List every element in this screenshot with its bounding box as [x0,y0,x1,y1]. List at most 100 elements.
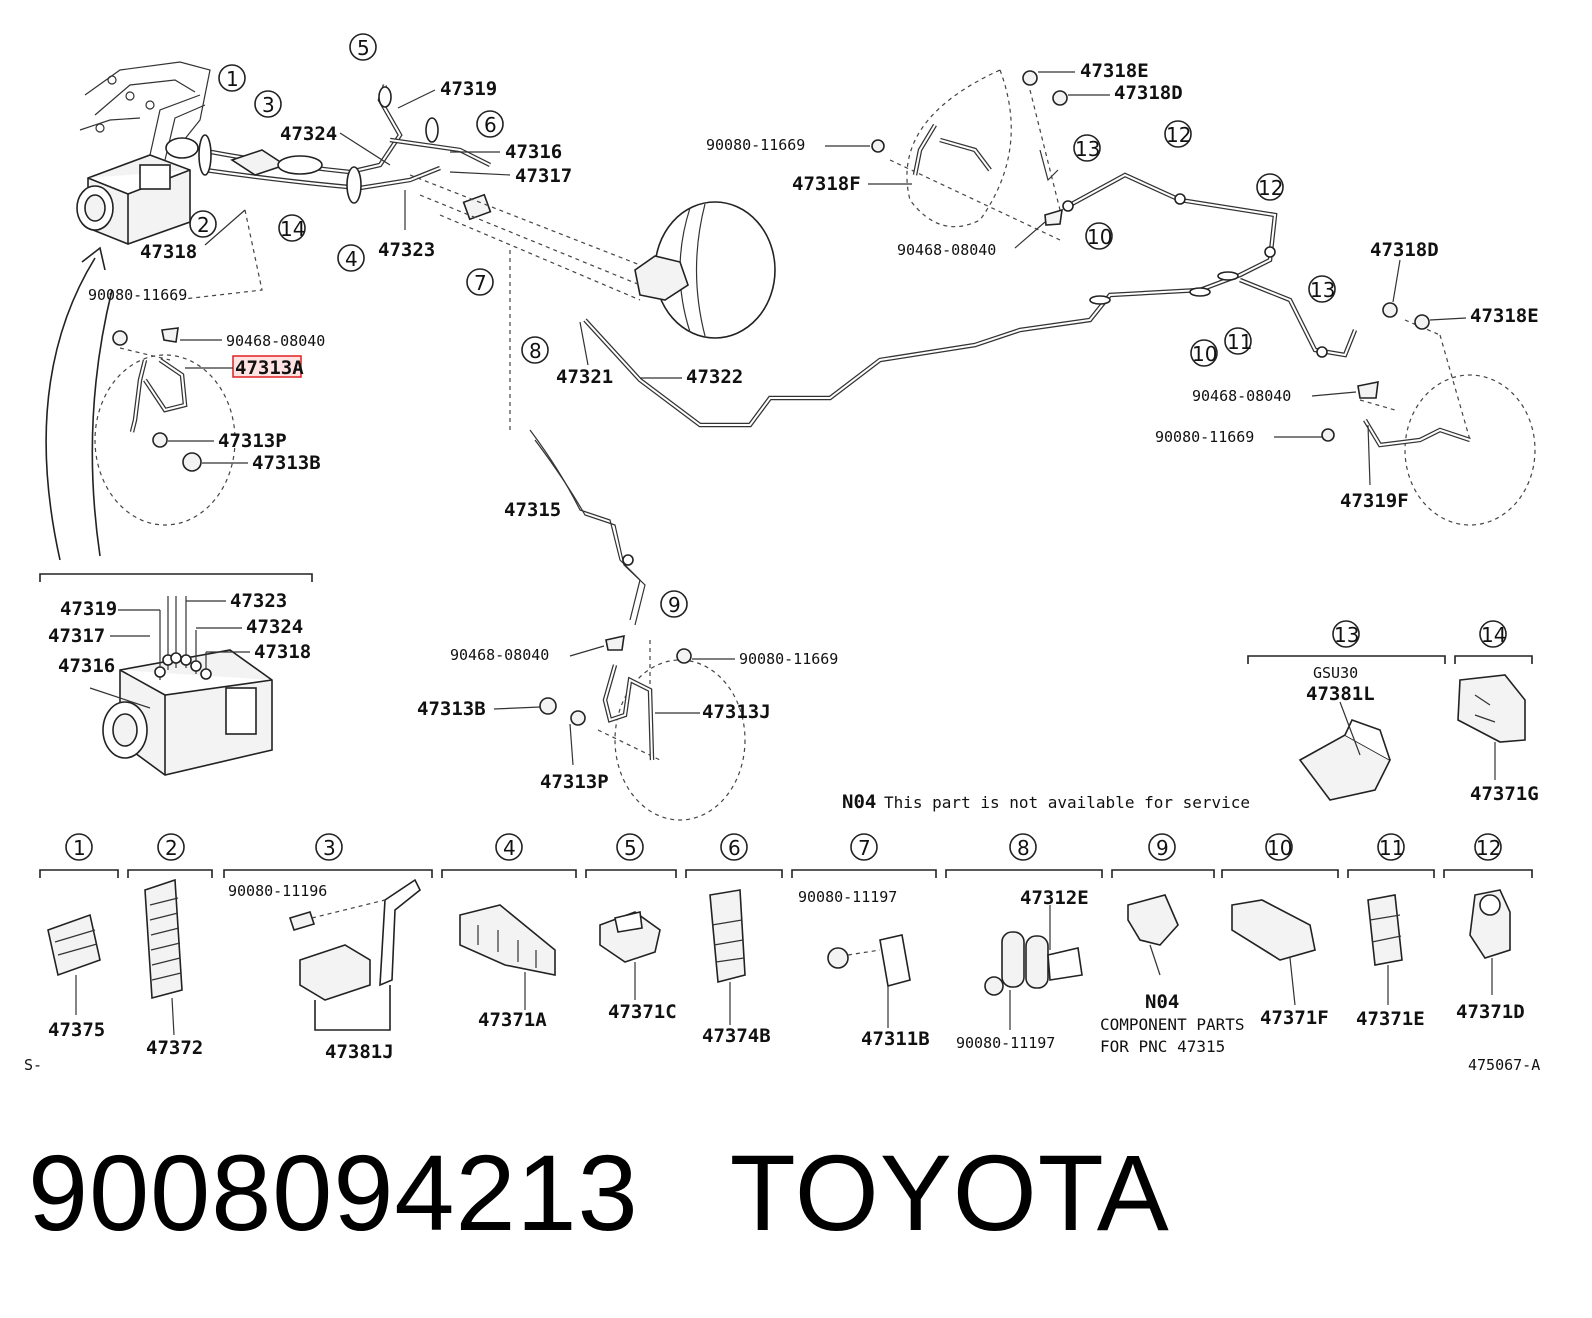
abs-inset [39,573,313,776]
legend-callout-6: 6 [728,836,741,860]
label-47319F: 47319F [1340,490,1409,512]
clip-12b [1264,246,1276,258]
callout-8: 8 [529,339,542,363]
rear-brake-pipe [583,172,1358,428]
callout-12b: 12 [1258,176,1283,200]
callout-13b: 13 [1310,278,1335,302]
legend-47372: 47372 [146,1037,203,1059]
clamp-14 [277,155,323,175]
legend-component-parts: COMPONENT PARTS [1100,1015,1245,1034]
label-90080-11669-d: 90080-11669 [739,650,838,668]
label-gsu30: GSU30 [1313,664,1358,682]
callout-1: 1 [226,67,239,91]
legend-for-pnc: FOR PNC 47315 [1100,1037,1225,1056]
legend-90080-11197-b: 90080-11197 [956,1034,1055,1052]
label-47313J: 47313J [702,701,771,723]
inset-label-47323: 47323 [230,590,287,612]
label-47318D-a: 47318D [1114,82,1183,104]
label-47313B-a: 47313B [252,452,321,474]
legend-callout-11: 11 [1379,836,1404,860]
legend-drawings [39,869,1533,1036]
label-47319: 47319 [440,78,497,100]
clamp-2 [198,134,212,176]
callout-2: 2 [197,213,210,237]
figure-code-right: 475067-A [1468,1056,1540,1074]
clip-13a [1062,200,1074,212]
legend-callout-4: 4 [503,836,516,860]
label-90468-08040-a: 90468-08040 [226,332,325,350]
legend-90080-11196: 90080-11196 [228,882,327,900]
legend-47371F: 47371F [1260,1007,1329,1029]
legend-callout-2: 2 [165,836,178,860]
inset-label-47319: 47319 [60,598,117,620]
label-47318E-a: 47318E [1080,60,1149,82]
label-47313B-b: 47313B [417,698,486,720]
callout-13: 13 [1075,137,1100,161]
callout-7: 7 [474,271,487,295]
n04-code: N04 [842,791,876,813]
clamp-1 [165,137,199,159]
callout-14: 14 [280,217,305,241]
callout-9: 9 [668,593,681,617]
legend-callout-9: 9 [1156,836,1169,860]
label-47321: 47321 [556,366,613,388]
brake-booster [634,201,776,339]
clamp-4 [346,166,362,204]
inset-label-47324: 47324 [246,616,303,638]
label-47316: 47316 [505,141,562,163]
callout-6: 6 [484,113,497,137]
front-right-hose [871,69,1068,228]
legend-callout-5: 5 [624,836,637,860]
legend-47371C: 47371C [608,1001,677,1023]
legend-callout-10: 10 [1267,836,1292,860]
label-47371G: 47371G [1470,783,1539,805]
brand-name: TOYOTA [729,1132,1170,1253]
label-47381L: 47381L [1306,683,1375,705]
label-90468-08040-c: 90468-08040 [1192,387,1291,405]
callout-13-detail: 13 [1334,623,1359,647]
callout-12: 12 [1166,123,1191,147]
part-caption: 9008094213 TOYOTA [28,1130,1170,1255]
part-number: 9008094213 [28,1132,639,1253]
label-47317: 47317 [515,165,572,187]
label-90080-11669-c: 90080-11669 [1155,428,1254,446]
clip-10b [1189,287,1211,297]
clamp-5 [378,86,392,108]
clamp-7 [462,193,492,221]
legend-47371D: 47371D [1456,1001,1525,1023]
label-47323: 47323 [378,239,435,261]
legend-callout-8: 8 [1017,836,1030,860]
legend-n04: N04 [1145,991,1179,1013]
label-90468-08040-b: 90468-08040 [897,241,996,259]
label-47324: 47324 [280,123,337,145]
callout-3: 3 [262,93,275,117]
label-90468-08040-d: 90468-08040 [450,646,549,664]
clamp-6 [425,117,439,143]
clip-11 [1217,271,1239,281]
label-47313A: 47313A [235,357,304,379]
legend-47312E: 47312E [1020,887,1089,909]
label-47313P-a: 47313P [218,430,287,452]
callout-10b: 10 [1192,342,1217,366]
figure-code-left: S- [24,1056,42,1074]
callout-4: 4 [345,247,358,271]
legend-47371A: 47371A [478,1009,547,1031]
label-47318E-b: 47318E [1470,305,1539,327]
clamp-3 [230,149,287,176]
label-47313P-b: 47313P [540,771,609,793]
label-90080-11669-b: 90080-11669 [706,136,805,154]
legend-47311B: 47311B [861,1028,930,1050]
callout-11: 11 [1227,330,1252,354]
callout-14-detail: 14 [1481,623,1506,647]
legend-47375: 47375 [48,1019,105,1041]
front-left-hose [94,327,236,526]
highlight-box [232,355,302,378]
label-47318: 47318 [140,241,197,263]
legend-47374B: 47374B [702,1025,771,1047]
clip-10a [1089,295,1111,305]
legend-callout-12: 12 [1476,836,1501,860]
detail-13-14 [1247,655,1533,801]
label-47322: 47322 [686,366,743,388]
rear-right-hose [1321,302,1536,526]
